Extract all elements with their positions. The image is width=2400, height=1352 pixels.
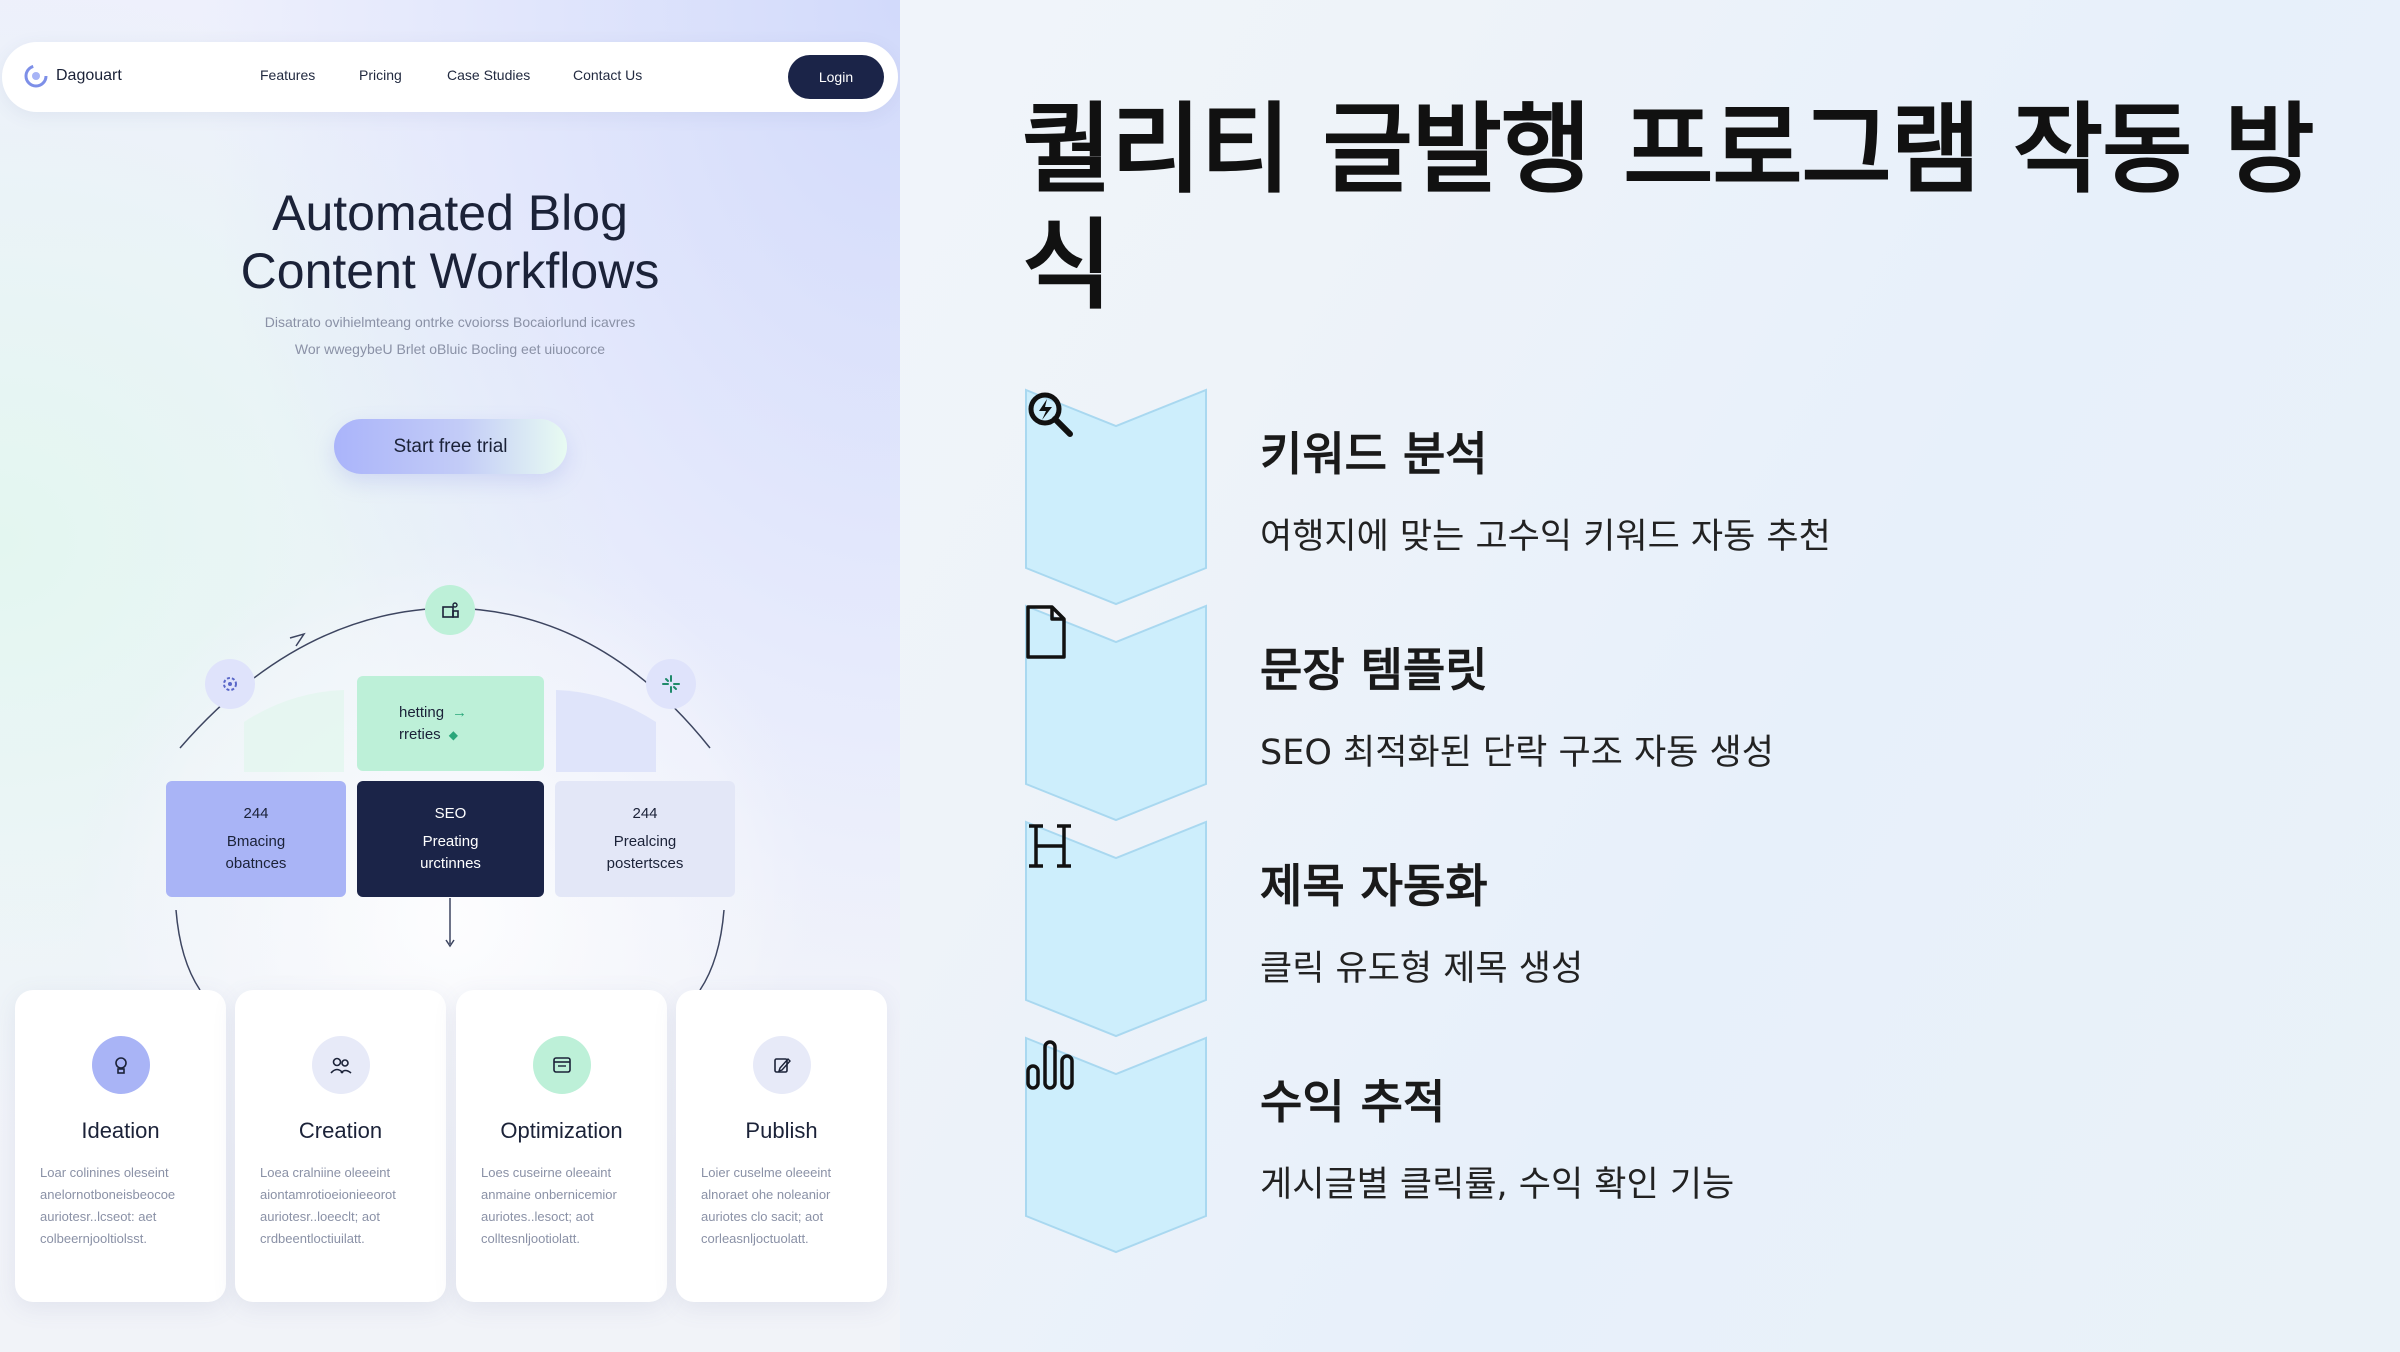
feature-chevron-template — [1024, 604, 1208, 822]
step-description-line: Loes cuseirne oleeaint — [481, 1165, 612, 1180]
step-description-line: aiontamrotioeionieeorot — [260, 1187, 396, 1202]
diagram-top-card: hetting → rreties ◆ — [357, 676, 544, 771]
step-description-line: Loier cuselme oleeeint — [701, 1165, 832, 1180]
diagram-card-center: SEO Preating urctinnes — [357, 781, 544, 897]
arrow-right-icon: → — [452, 703, 468, 721]
step-card-creation[interactable]: Creation Loea cralniine oleeeint aiontam… — [235, 990, 446, 1302]
diagram-card-left: 244 Bmacing obatnces — [166, 781, 346, 897]
feature-description: 여행지에 맞는 고수익 키워드 자동 추천 — [1260, 517, 1831, 557]
diagram-top-card-line-2: rreties — [399, 725, 441, 743]
nav-link-pricing[interactable]: Pricing — [359, 67, 402, 83]
step-description-line: auriotes clo sacit; aot — [701, 1209, 824, 1224]
step-card-optimization[interactable]: Optimization Loes cuseirne oleeaint anma… — [456, 990, 667, 1302]
lower-arc-left — [175, 909, 201, 991]
lightbulb-icon — [92, 1036, 150, 1094]
brand-name: Dagouart — [56, 67, 122, 84]
top-navbar: Dagouart Features Pricing Case Studies C… — [2, 42, 898, 112]
diagram-card-number: SEO — [434, 805, 467, 822]
feature-title: 문장 템플릿 — [1260, 643, 1488, 697]
step-description: Loier cuselme oleeeint alnoraet ohe nole… — [701, 1162, 871, 1250]
hero-subtitle-line-1: Disatrato ovihielmteang ontrke cvoiorss … — [264, 314, 636, 330]
diagram-card-label-line-1: Prealcing — [613, 833, 677, 850]
diamond-icon: ◆ — [448, 727, 458, 742]
step-description-line: auriotesr..loeeclt; aot — [260, 1209, 380, 1224]
feature-title: 제목 자동화 — [1260, 859, 1488, 913]
diagram-top-card-line-1: hetting — [399, 703, 445, 721]
step-title: Creation — [298, 1118, 383, 1143]
feature-chevron-headline — [1024, 820, 1208, 1038]
edit-icon — [753, 1036, 811, 1094]
login-button[interactable]: Login — [788, 55, 884, 99]
ghost-card-left — [244, 690, 344, 772]
step-description: Loar colinines oleseint anelornotboneisb… — [40, 1162, 210, 1250]
hero-title-line-1: Automated Blog — [272, 185, 628, 241]
step-description: Loes cuseirne oleeaint anmaine onbernice… — [481, 1162, 651, 1250]
feature-description: 클릭 유도형 제목 생성 — [1260, 949, 1584, 989]
brand[interactable]: Dagouart — [24, 64, 122, 88]
feature-title: 키워드 분석 — [1260, 427, 1488, 481]
step-description-line: anelornotboneisbeocoe — [40, 1187, 176, 1202]
browser-icon — [533, 1036, 591, 1094]
step-description-line: colltesnljootiolatt. — [481, 1231, 580, 1246]
building-icon — [425, 585, 475, 635]
feature-title: 수익 추적 — [1260, 1075, 1446, 1129]
diagram-card-label-line-1: Bmacing — [226, 833, 286, 850]
diagram-card-label-line-2: urctinnes — [420, 855, 481, 872]
step-description-line: colbeernjooltiolsst. — [40, 1231, 147, 1246]
feature-description: 게시글별 클릭률, 수익 확인 기능 — [1260, 1165, 1735, 1205]
heading-h-icon — [1024, 820, 1208, 1038]
gear-icon — [205, 659, 255, 709]
step-title: Ideation — [81, 1118, 160, 1143]
feature-chevron-keyword — [1024, 388, 1208, 606]
step-description-line: crdbeentloctiuilatt. — [260, 1231, 365, 1246]
diagram-card-right: 244 Prealcing postertsces — [555, 781, 735, 897]
diagram-card-label-line-1: Preating — [422, 833, 479, 850]
step-description-line: corleasnljoctuolatt. — [701, 1231, 809, 1246]
sparkle-icon — [646, 659, 696, 709]
magnifier-bolt-icon — [1024, 388, 1208, 606]
step-description-line: Loar colinines oleseint — [40, 1165, 169, 1180]
diagram-card-label-line-2: obatnces — [225, 855, 287, 872]
nav-link-case-studies[interactable]: Case Studies — [447, 67, 531, 83]
step-description: Loea cralniine oleeeint aiontamrotioeion… — [260, 1162, 430, 1250]
hero-title-line-2: Content Workflows — [240, 243, 660, 299]
diagram-card-number: 244 — [243, 805, 269, 822]
swirl-logo-icon — [24, 64, 48, 88]
step-description-line: anmaine onbernicemior — [481, 1187, 617, 1202]
start-free-trial-button[interactable]: Start free trial — [334, 419, 567, 474]
step-description-line: Loea cralniine oleeeint — [260, 1165, 391, 1180]
step-title: Publish — [745, 1118, 818, 1143]
nav-link-contact-us[interactable]: Contact Us — [573, 67, 643, 83]
step-card-ideation[interactable]: Ideation Loar colinines oleseint anelorn… — [15, 990, 226, 1302]
bar-chart-icon — [1024, 1036, 1208, 1254]
step-description-line: auriotesr..lcseot: aet — [40, 1209, 157, 1224]
people-icon — [312, 1036, 370, 1094]
orbit-arrow-head — [289, 632, 306, 647]
step-card-publish[interactable]: Publish Loier cuselme oleeeint alnoraet … — [676, 990, 887, 1302]
lower-arc-right — [699, 909, 725, 991]
step-description-line: auriotes..lesoct; aot — [481, 1209, 594, 1224]
slide-title: 퀄리티 글발행 프로그램 작동 방식 — [1022, 93, 2315, 323]
hero-subtitle-line-2: Wor wwegybeU Brlet oBluic Bocling eet ui… — [294, 341, 606, 357]
diagram-card-label-line-2: postertsces — [606, 855, 684, 872]
step-title: Optimization — [500, 1118, 623, 1143]
website-mockup: Dagouart Features Pricing Case Studies C… — [0, 0, 900, 1352]
step-description-line: alnoraet ohe noleanior — [701, 1187, 831, 1202]
document-icon — [1024, 604, 1208, 822]
diagram-card-number: 244 — [632, 805, 658, 822]
nav-link-features[interactable]: Features — [260, 67, 316, 83]
feature-description: SEO 최적화된 단락 구조 자동 생성 — [1260, 733, 1774, 773]
hero-title: Automated Blog Content Workflows — [0, 184, 900, 300]
ghost-card-right — [556, 690, 656, 772]
feature-chevron-revenue — [1024, 1036, 1208, 1254]
connector-arrow — [445, 939, 455, 948]
